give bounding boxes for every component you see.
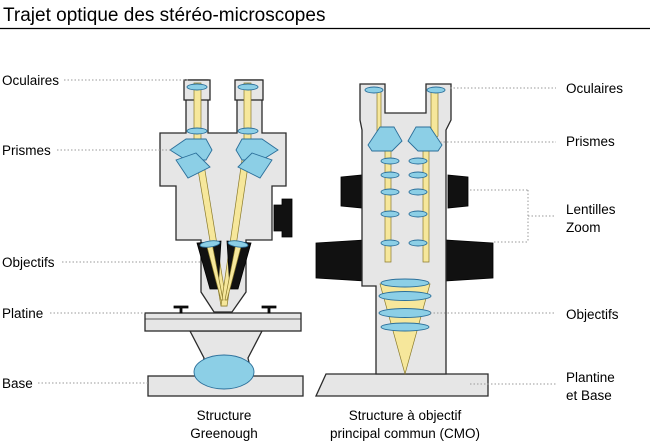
cmo-prism-left bbox=[367, 126, 403, 152]
greenough-eyepiece-lens-right bbox=[237, 83, 259, 91]
greenough-microscope bbox=[144, 79, 304, 397]
label-zoom: Zoom bbox=[566, 220, 601, 235]
label-prismes-left: Prismes bbox=[2, 143, 51, 158]
label-lentilles: Lentilles bbox=[566, 202, 616, 217]
cmo-prism-right bbox=[407, 126, 443, 152]
cmo-eyepiece-lens-left bbox=[364, 86, 384, 94]
greenough-stage bbox=[144, 312, 302, 332]
caption-greenough-line1: Structure bbox=[197, 408, 252, 423]
label-prismes-right: Prismes bbox=[566, 134, 615, 149]
cmo-objective-lenses bbox=[378, 278, 432, 332]
cmo-zoom-knob-right bbox=[447, 174, 469, 209]
greenough-objective-lens-right bbox=[227, 240, 249, 248]
cmo-zoom-lenses bbox=[380, 157, 428, 247]
greenough-body bbox=[159, 79, 287, 313]
caption-cmo-line2: principal commun (CMO) bbox=[330, 426, 480, 441]
greenough-base-light bbox=[193, 354, 255, 390]
cmo-microscope bbox=[314, 83, 494, 397]
label-objectifs-left: Objectifs bbox=[2, 255, 55, 270]
cmo-zoom-knob-left bbox=[340, 174, 363, 209]
label-base: Base bbox=[2, 376, 33, 391]
greenough-eyepiece-lens-left bbox=[186, 83, 208, 91]
greenough-objective-lens-left bbox=[199, 240, 221, 248]
leader-lines bbox=[38, 79, 556, 385]
label-platine: Platine bbox=[2, 306, 43, 321]
label-objectifs-right: Objectifs bbox=[566, 307, 619, 322]
greenough-focus-knob bbox=[273, 198, 293, 238]
greenough-prism-left bbox=[169, 138, 213, 179]
greenough-prism-right bbox=[235, 138, 279, 179]
label-oculaires-left: Oculaires bbox=[2, 73, 59, 88]
caption-cmo-line1: Structure à objectif bbox=[349, 408, 462, 423]
greenough-ocular-lens-left bbox=[186, 127, 208, 135]
caption-greenough-line2: Greenough bbox=[190, 426, 258, 441]
cmo-base bbox=[314, 373, 489, 397]
cmo-beam-left bbox=[370, 90, 392, 263]
cmo-eyepiece-lens-right bbox=[426, 86, 446, 94]
cmo-focus-knob-right bbox=[445, 239, 494, 282]
greenough-stage-clip-left bbox=[173, 305, 189, 314]
greenough-stage-clip-right bbox=[261, 305, 277, 314]
label-plantine: Plantine bbox=[566, 370, 615, 385]
greenough-ocular-lens-right bbox=[237, 127, 259, 135]
label-et-base: et Base bbox=[566, 388, 612, 403]
cmo-focus-knob-left bbox=[315, 239, 365, 282]
diagram-title: Trajet optique des stéréo-microscopes bbox=[3, 5, 325, 26]
label-oculaires-right: Oculaires bbox=[566, 81, 623, 96]
